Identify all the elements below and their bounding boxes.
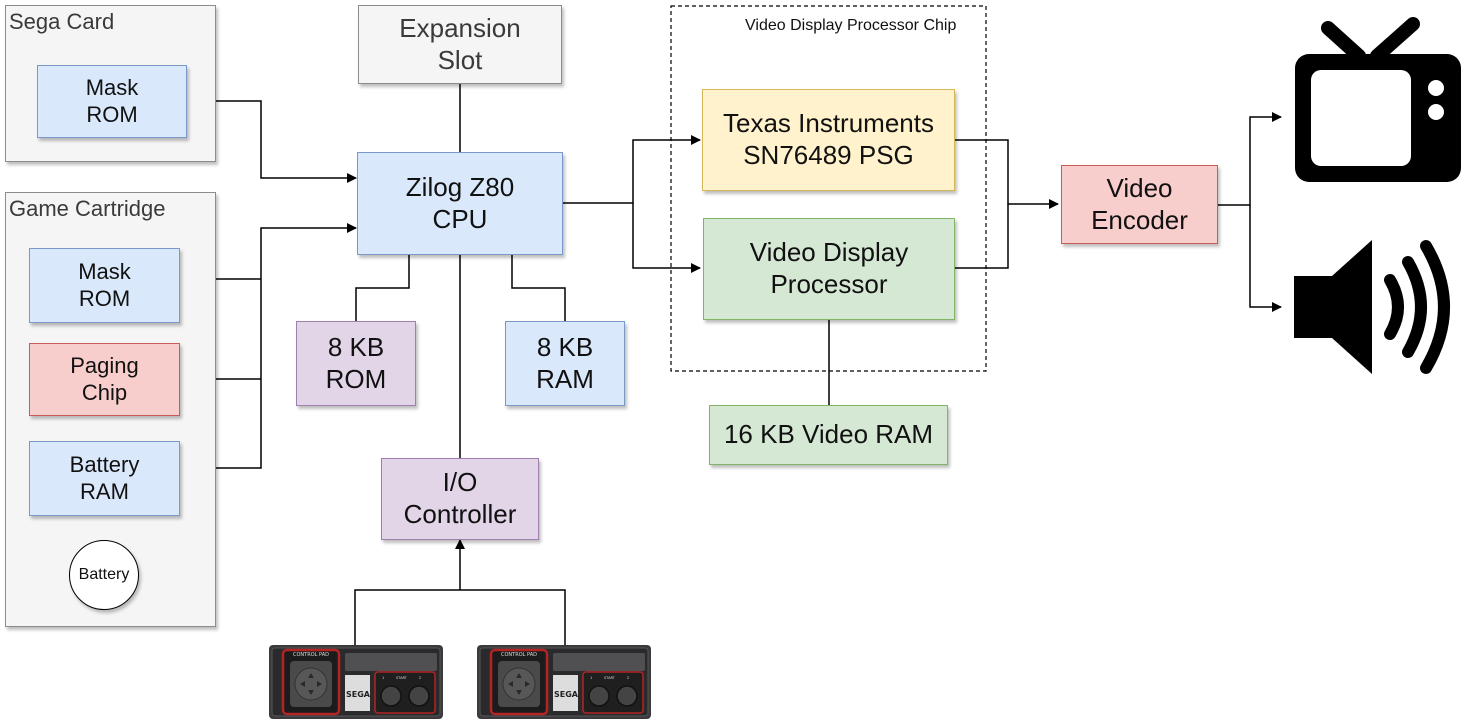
control-pad-1: CONTROL PAD SEGA 1 START 2 (269, 645, 443, 719)
expansion-line1: Expansion (399, 12, 521, 43)
rom-box: 8 KB ROM (296, 321, 416, 406)
rom-line1: 8 KB (327, 331, 385, 362)
wire-encoder-speaker (1249, 205, 1282, 312)
wire-cpu-psg (563, 135, 701, 204)
pad1-title: CONTROL PAD (293, 652, 329, 658)
pad1-btn2-label: 2 (419, 676, 421, 680)
control-pad-2: CONTROL PAD SEGA 1 START 2 (477, 645, 651, 719)
wire-card-to-cpu (187, 100, 357, 183)
encoder-line1: Video (1106, 172, 1173, 203)
battery-label: Battery (78, 566, 130, 583)
wire-psg-encoder (955, 139, 1059, 209)
cpu-line2: CPU (432, 203, 488, 234)
battery-ram-line2: RAM (80, 478, 129, 504)
cpu-line1: Zilog Z80 (405, 171, 515, 202)
video-ram-box: 16 KB Video RAM (709, 405, 948, 465)
cart-rom-line2: ROM (78, 285, 131, 311)
sega-card-mask-rom: Mask ROM (37, 65, 187, 138)
speaker-icon (1294, 240, 1450, 374)
wire-vdp-encoder (955, 204, 1009, 269)
wire-encoder-tv (1218, 112, 1282, 206)
pad2-start-label: START (604, 676, 616, 680)
cart-rom-line1: Mask (78, 258, 131, 284)
pad1-button-1 (380, 685, 402, 707)
battery-circle: Battery (69, 540, 139, 610)
io-controller: I/O Controller (381, 458, 539, 540)
cpu-box: Zilog Z80 CPU (357, 152, 563, 255)
mask-rom-line2: ROM (86, 101, 138, 127)
pad1-button-2 (408, 685, 430, 707)
tv-icon (1295, 17, 1461, 182)
pad2-button-2 (616, 685, 638, 707)
mask-rom-line1: Mask (85, 74, 139, 100)
pad2-title: CONTROL PAD (501, 652, 537, 658)
wire-cpu-vdp (632, 203, 701, 273)
psg-line1: Texas Instruments (723, 108, 934, 139)
cartridge-mask-rom: Mask ROM (29, 248, 180, 323)
io-line1: I/O (442, 467, 478, 498)
vdp-line1: Video Display (749, 237, 909, 268)
video-encoder: Video Encoder (1061, 165, 1218, 244)
video-ram-label: 16 KB Video RAM (723, 419, 934, 450)
ram-line2: RAM (536, 363, 594, 394)
pad1-brand: SEGA (346, 690, 371, 699)
expansion-line2: Slot (437, 44, 483, 75)
expansion-slot: Expansion Slot (358, 5, 562, 84)
wire-cpu-ram (511, 255, 566, 321)
pad2-btn2-label: 2 (627, 676, 629, 680)
paging-line2: Chip (81, 379, 128, 405)
battery-ram-line1: Battery (69, 451, 140, 477)
vdp-chip-label: Video Display Processor Chip (745, 17, 957, 34)
vdp-box: Video Display Processor (703, 218, 955, 320)
encoder-line2: Encoder (1091, 204, 1188, 235)
pad2-button-1 (588, 685, 610, 707)
pad1-btn1-label: 1 (382, 676, 384, 680)
psg-line2: SN76489 PSG (743, 140, 914, 170)
wire-cpu-rom (355, 255, 410, 321)
paging-line1: Paging (70, 352, 139, 378)
ram-box: 8 KB RAM (505, 321, 625, 406)
battery-ram: Battery RAM (29, 441, 180, 516)
sega-card-label: Sega Card (9, 9, 115, 34)
wire-pads-io (354, 540, 566, 645)
psg-box: Texas Instruments SN76489 PSG (702, 89, 955, 191)
pad2-brand: SEGA (554, 690, 579, 699)
rom-line2: ROM (325, 363, 387, 394)
wire-cart-battery-ram (180, 223, 357, 469)
paging-chip: Paging Chip (29, 343, 180, 416)
game-cartridge-label: Game Cartridge (9, 196, 166, 221)
vdp-chip-boundary (670, 5, 987, 372)
io-line2: Controller (403, 499, 517, 529)
pad1-start-label: START (396, 676, 408, 680)
pad2-btn1-label: 1 (590, 676, 592, 680)
vdp-line2: Processor (770, 269, 888, 299)
ram-line1: 8 KB (536, 331, 594, 362)
